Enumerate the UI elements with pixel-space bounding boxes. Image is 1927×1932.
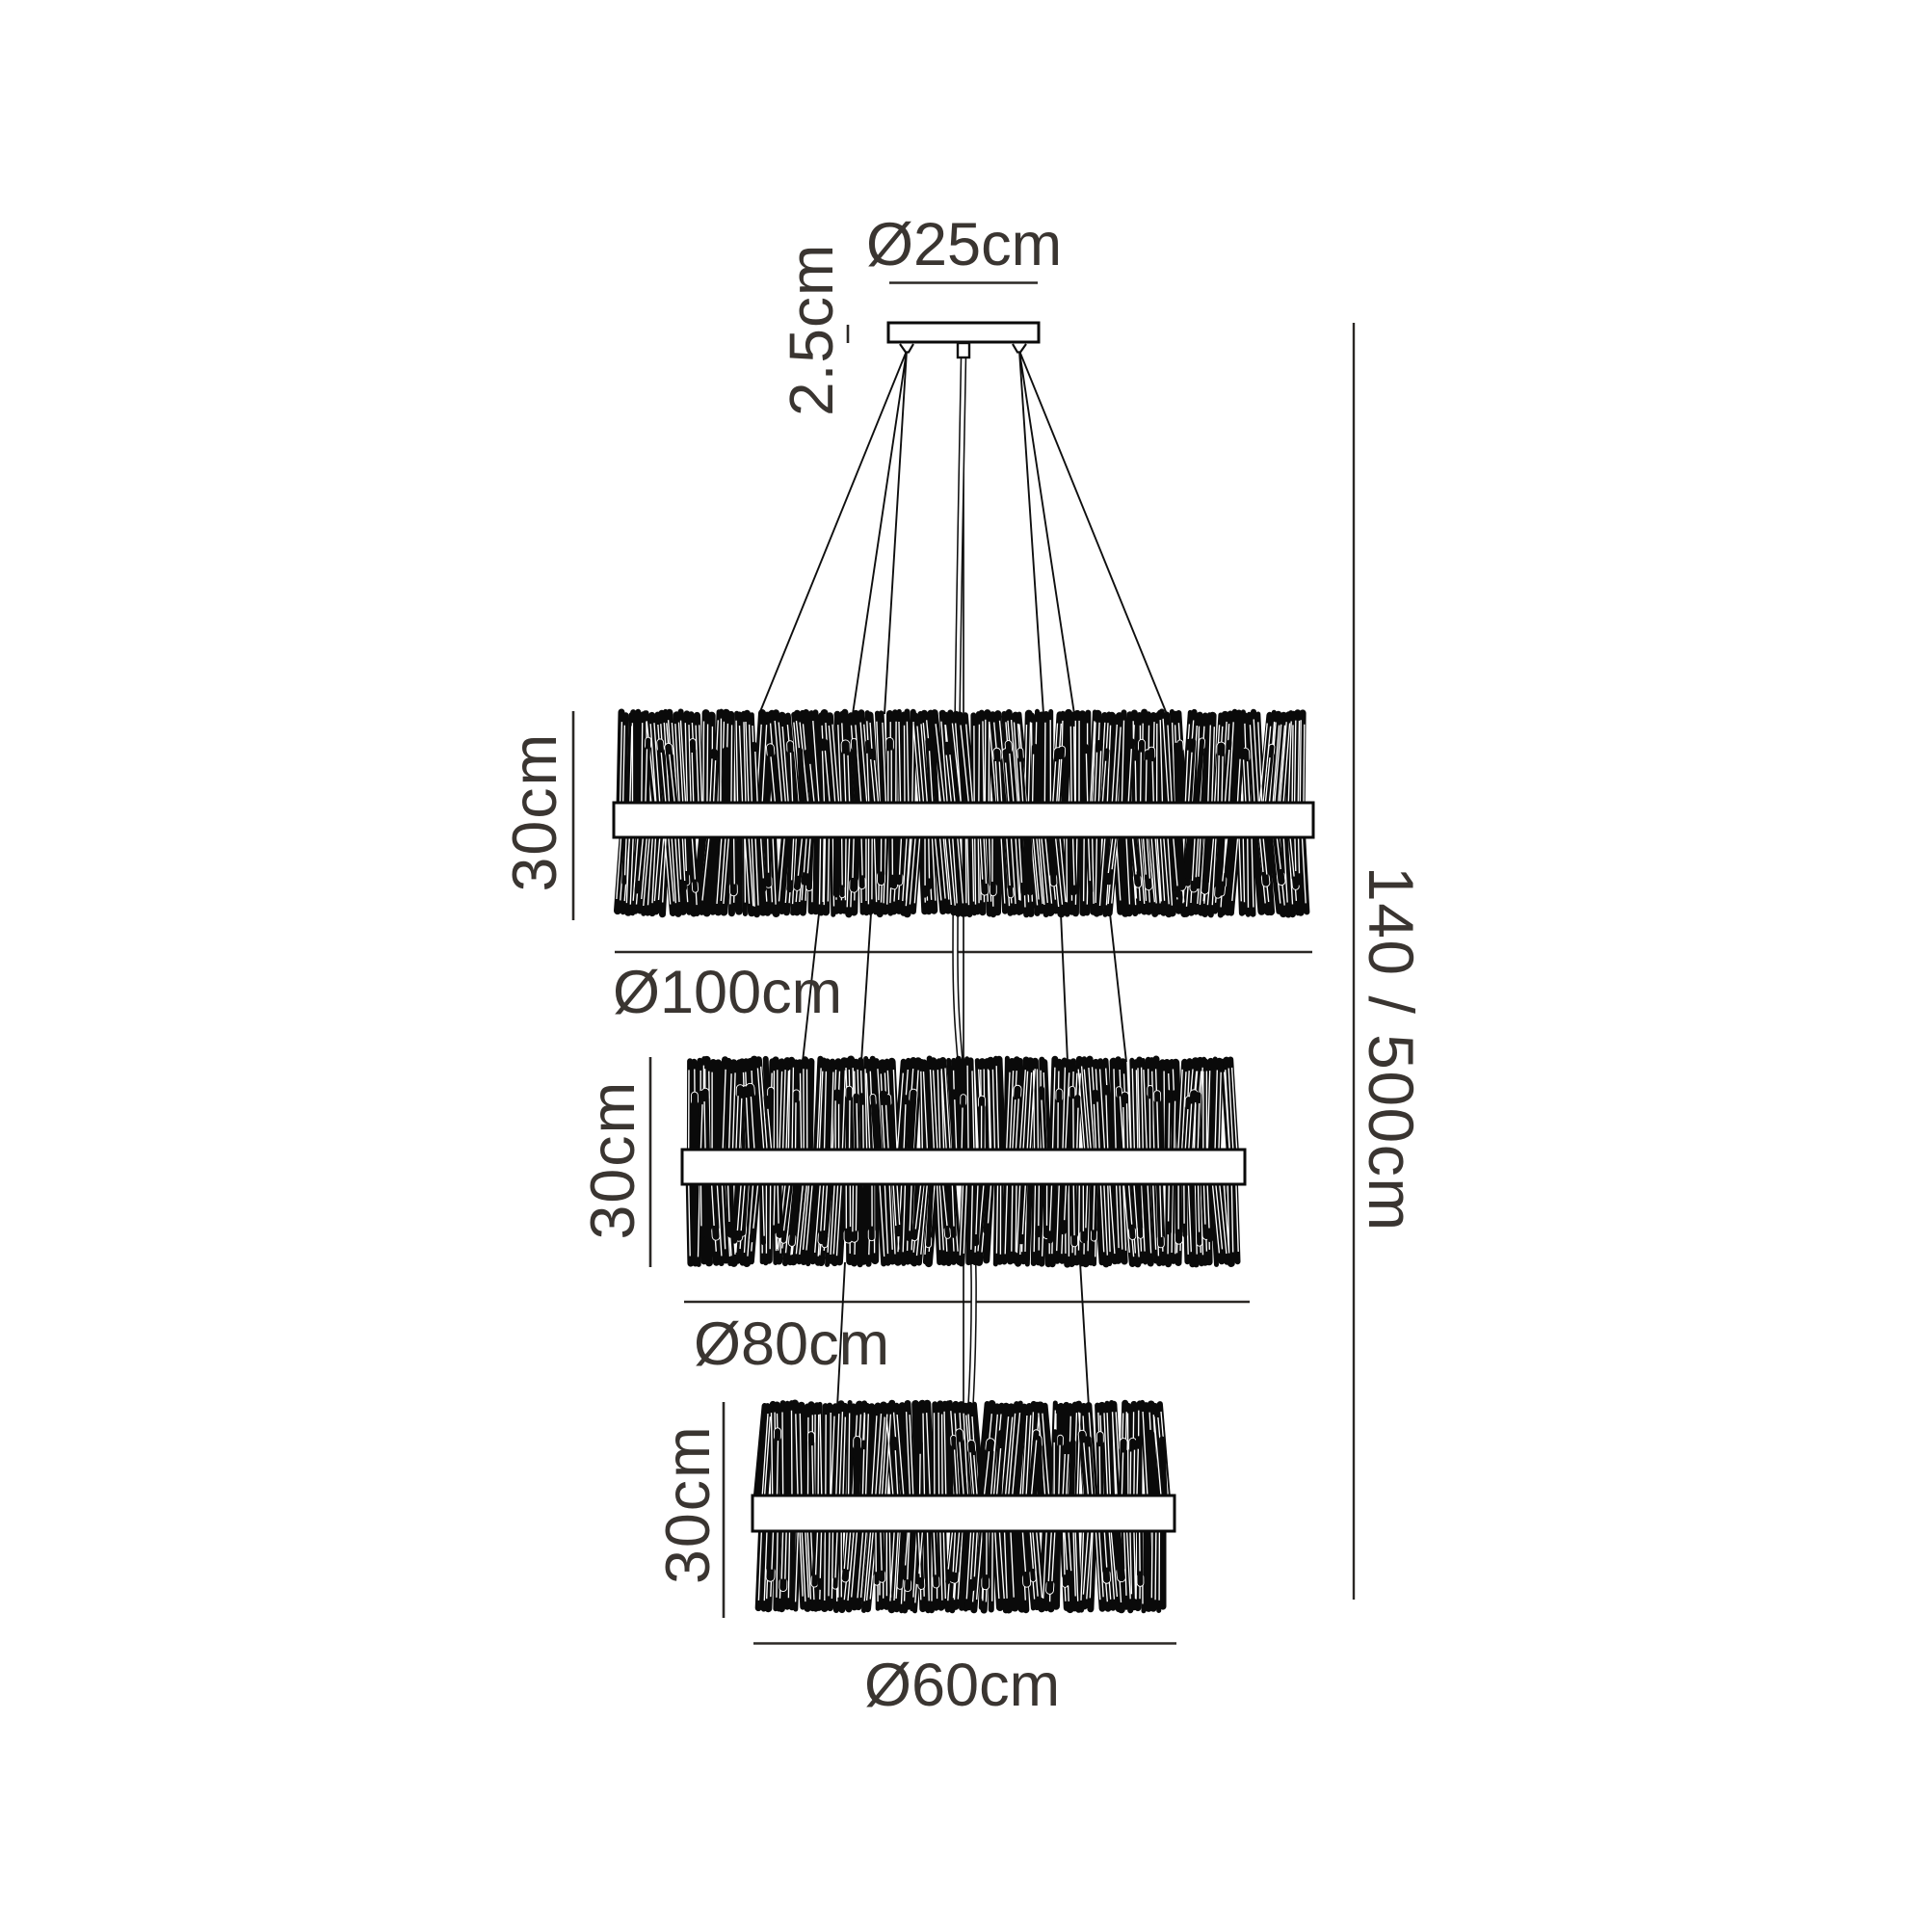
svg-text:Ø25cm: Ø25cm — [866, 211, 1062, 278]
svg-text:2.5cm: 2.5cm — [777, 244, 846, 416]
svg-text:140 / 500cm: 140 / 500cm — [1356, 866, 1427, 1232]
svg-text:30cm: 30cm — [500, 732, 569, 892]
svg-text:30cm: 30cm — [578, 1080, 647, 1240]
svg-text:Ø100cm: Ø100cm — [613, 959, 842, 1026]
svg-text:Ø60cm: Ø60cm — [864, 1652, 1060, 1719]
svg-text:30cm: 30cm — [653, 1424, 723, 1584]
svg-text:Ø80cm: Ø80cm — [694, 1310, 889, 1378]
